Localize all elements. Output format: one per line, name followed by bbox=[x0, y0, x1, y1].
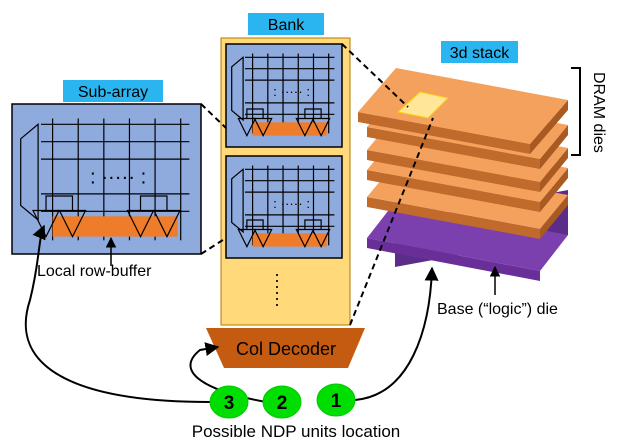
bank-subarray-grid-1: : ····· : bbox=[231, 53, 335, 137]
dram-die-top bbox=[358, 68, 568, 154]
subarray-title: Sub-array bbox=[63, 80, 163, 102]
bank-subarray-grid-2: : ····· : bbox=[231, 165, 335, 248]
zoom-lines bbox=[200, 43, 434, 326]
svg-text:Bank: Bank bbox=[268, 17, 305, 34]
stack-title: 3d stack bbox=[441, 41, 518, 63]
3d-stack bbox=[358, 68, 568, 281]
svg-text:: ····· :: : ····· : bbox=[273, 196, 310, 211]
bank-more-dots: ······ bbox=[268, 272, 288, 308]
ndp-unit-number: 2 bbox=[277, 393, 288, 414]
ndp-unit-number: 1 bbox=[331, 391, 342, 412]
svg-text:3d stack: 3d stack bbox=[450, 45, 511, 62]
dram-dies-bracket bbox=[571, 67, 581, 156]
row-buffer-bar bbox=[52, 216, 178, 237]
bank-title: Bank bbox=[248, 13, 324, 35]
svg-text:: ····· :: : ····· : bbox=[90, 166, 146, 188]
local-row-buffer-label: Local row-buffer bbox=[37, 263, 152, 280]
row-decoder bbox=[231, 56, 244, 122]
row-decoder bbox=[231, 168, 244, 234]
svg-text:Sub-array: Sub-array bbox=[78, 84, 148, 101]
subarray-grid-large: : ····· : bbox=[20, 118, 190, 241]
ndp-location-label: Possible NDP units location bbox=[192, 422, 401, 441]
ndp-unit-1: 1 bbox=[316, 383, 356, 417]
dram-dies-label: DRAM dies bbox=[590, 72, 607, 153]
svg-text:: ····· :: : ····· : bbox=[273, 84, 310, 99]
ndp-unit-2: 2 bbox=[262, 385, 302, 419]
bank: ······ bbox=[220, 37, 351, 326]
bank-highlight bbox=[396, 91, 450, 119]
ndp-unit-3: 3 bbox=[209, 385, 249, 419]
row-buffer-bar bbox=[252, 122, 327, 136]
col-decoder: Col Decoder bbox=[206, 328, 365, 368]
svg-text:Col Decoder: Col Decoder bbox=[236, 339, 336, 359]
row-buffer-bar bbox=[252, 233, 327, 247]
base-die-label: Base (“logic”) die bbox=[437, 301, 558, 318]
ndp-unit-number: 3 bbox=[224, 393, 235, 414]
